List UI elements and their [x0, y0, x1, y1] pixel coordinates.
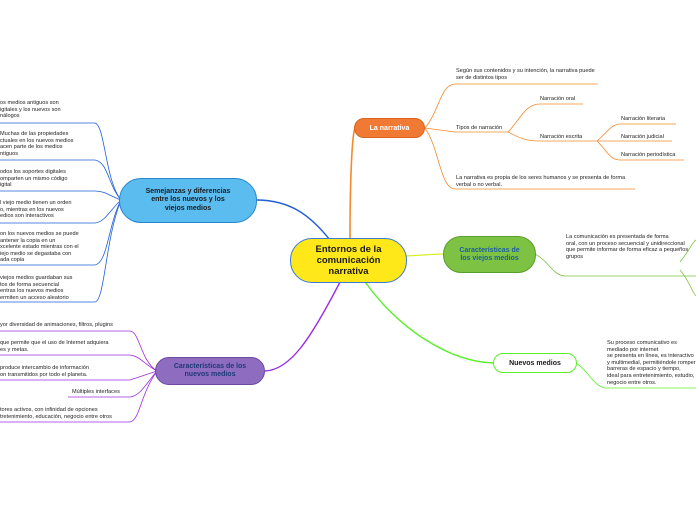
leaf-viejos-medios-text[interactable]: La comunicación es presentada de forma o…: [566, 234, 689, 260]
leaf-narracion-periodistica[interactable]: Narración periodística: [621, 152, 676, 158]
leaf-semejanzas-4[interactable]: on los nuevos medios se puede antener la…: [0, 231, 79, 264]
topic-la-narrativa[interactable]: La narrativa: [354, 118, 425, 138]
leaf-tipos-narracion[interactable]: Tipos de narración: [456, 125, 503, 131]
connector-caracteristicas: [264, 281, 341, 372]
leaf-semejanzas-1[interactable]: Muchas de las propiedades ctuales en los…: [0, 131, 74, 157]
topic-caracteristicas-viejos-medios[interactable]: Características de los viejos medios: [443, 236, 536, 273]
connector-narrativa: [349, 127, 356, 241]
leaf-narracion-escrita[interactable]: Narración escrita: [540, 134, 583, 140]
leaf-caracteristicas-nuevos-2[interactable]: produce intercambio de información on tr…: [0, 365, 89, 378]
connector-nuevos: [364, 281, 495, 364]
leaf-caracteristicas-nuevos-1[interactable]: que permite que el uso de Internet adqui…: [0, 340, 109, 353]
leaf-segun-contenidos[interactable]: Según sus contenidos y su intención, la …: [456, 68, 595, 81]
leaf-narracion-literaria[interactable]: Narración literaria: [621, 116, 666, 122]
leaf-caracteristicas-nuevos-0[interactable]: yor diversidad de animaciones, filtros, …: [0, 322, 113, 328]
central-topic-label: Entornos de la comunicación narrativa: [315, 244, 382, 277]
leaf-narrativa-propia[interactable]: La narrativa es propia de los seres huma…: [456, 175, 626, 188]
topic-semejanzas-diferencias[interactable]: Semejanzas y diferencias entre los nuevo…: [119, 178, 257, 223]
topic-la-narrativa-label: La narrativa: [369, 124, 410, 132]
connector-viejos: [405, 253, 445, 257]
leaf-narracion-judicial[interactable]: Narración judicial: [621, 134, 664, 140]
central-topic[interactable]: Entornos de la comunicación narrativa: [290, 238, 407, 283]
leaf-caracteristicas-nuevos-3[interactable]: Múltiples interfaces: [72, 389, 120, 395]
topic-nuevos-medios[interactable]: Nuevos medios: [493, 353, 577, 373]
leaf-semejanzas-2[interactable]: odos los soportes digitales omparten un …: [0, 169, 68, 189]
topic-caracteristicas-viejos-medios-label: Características de los viejos medios: [459, 246, 520, 262]
topic-caracteristicas-nuevos-medios-label: Características de los nuevos medios: [173, 363, 247, 378]
topic-nuevos-medios-label: Nuevos medios: [509, 359, 561, 367]
leaf-semejanzas-0[interactable]: os medios antiguos son igitales y los nu…: [0, 100, 61, 120]
leaf-narracion-oral[interactable]: Narración oral: [540, 96, 576, 102]
leaf-nuevos-medios-text[interactable]: Su proceso comunicativo es mediado por i…: [607, 340, 696, 386]
leaf-caracteristicas-nuevos-4[interactable]: tores activos, con infinidad de opciones…: [0, 407, 112, 420]
connector-semejanzas: [255, 199, 331, 241]
leaf-semejanzas-3[interactable]: l viejo medio tienen un orden o, mientra…: [0, 200, 72, 220]
leaf-semejanzas-5[interactable]: viejos medios guardaban sus tos de forma…: [0, 275, 73, 301]
topic-semejanzas-diferencias-label: Semejanzas y diferencias entre los nuevo…: [145, 187, 231, 212]
topic-caracteristicas-nuevos-medios[interactable]: Características de los nuevos medios: [155, 357, 265, 385]
